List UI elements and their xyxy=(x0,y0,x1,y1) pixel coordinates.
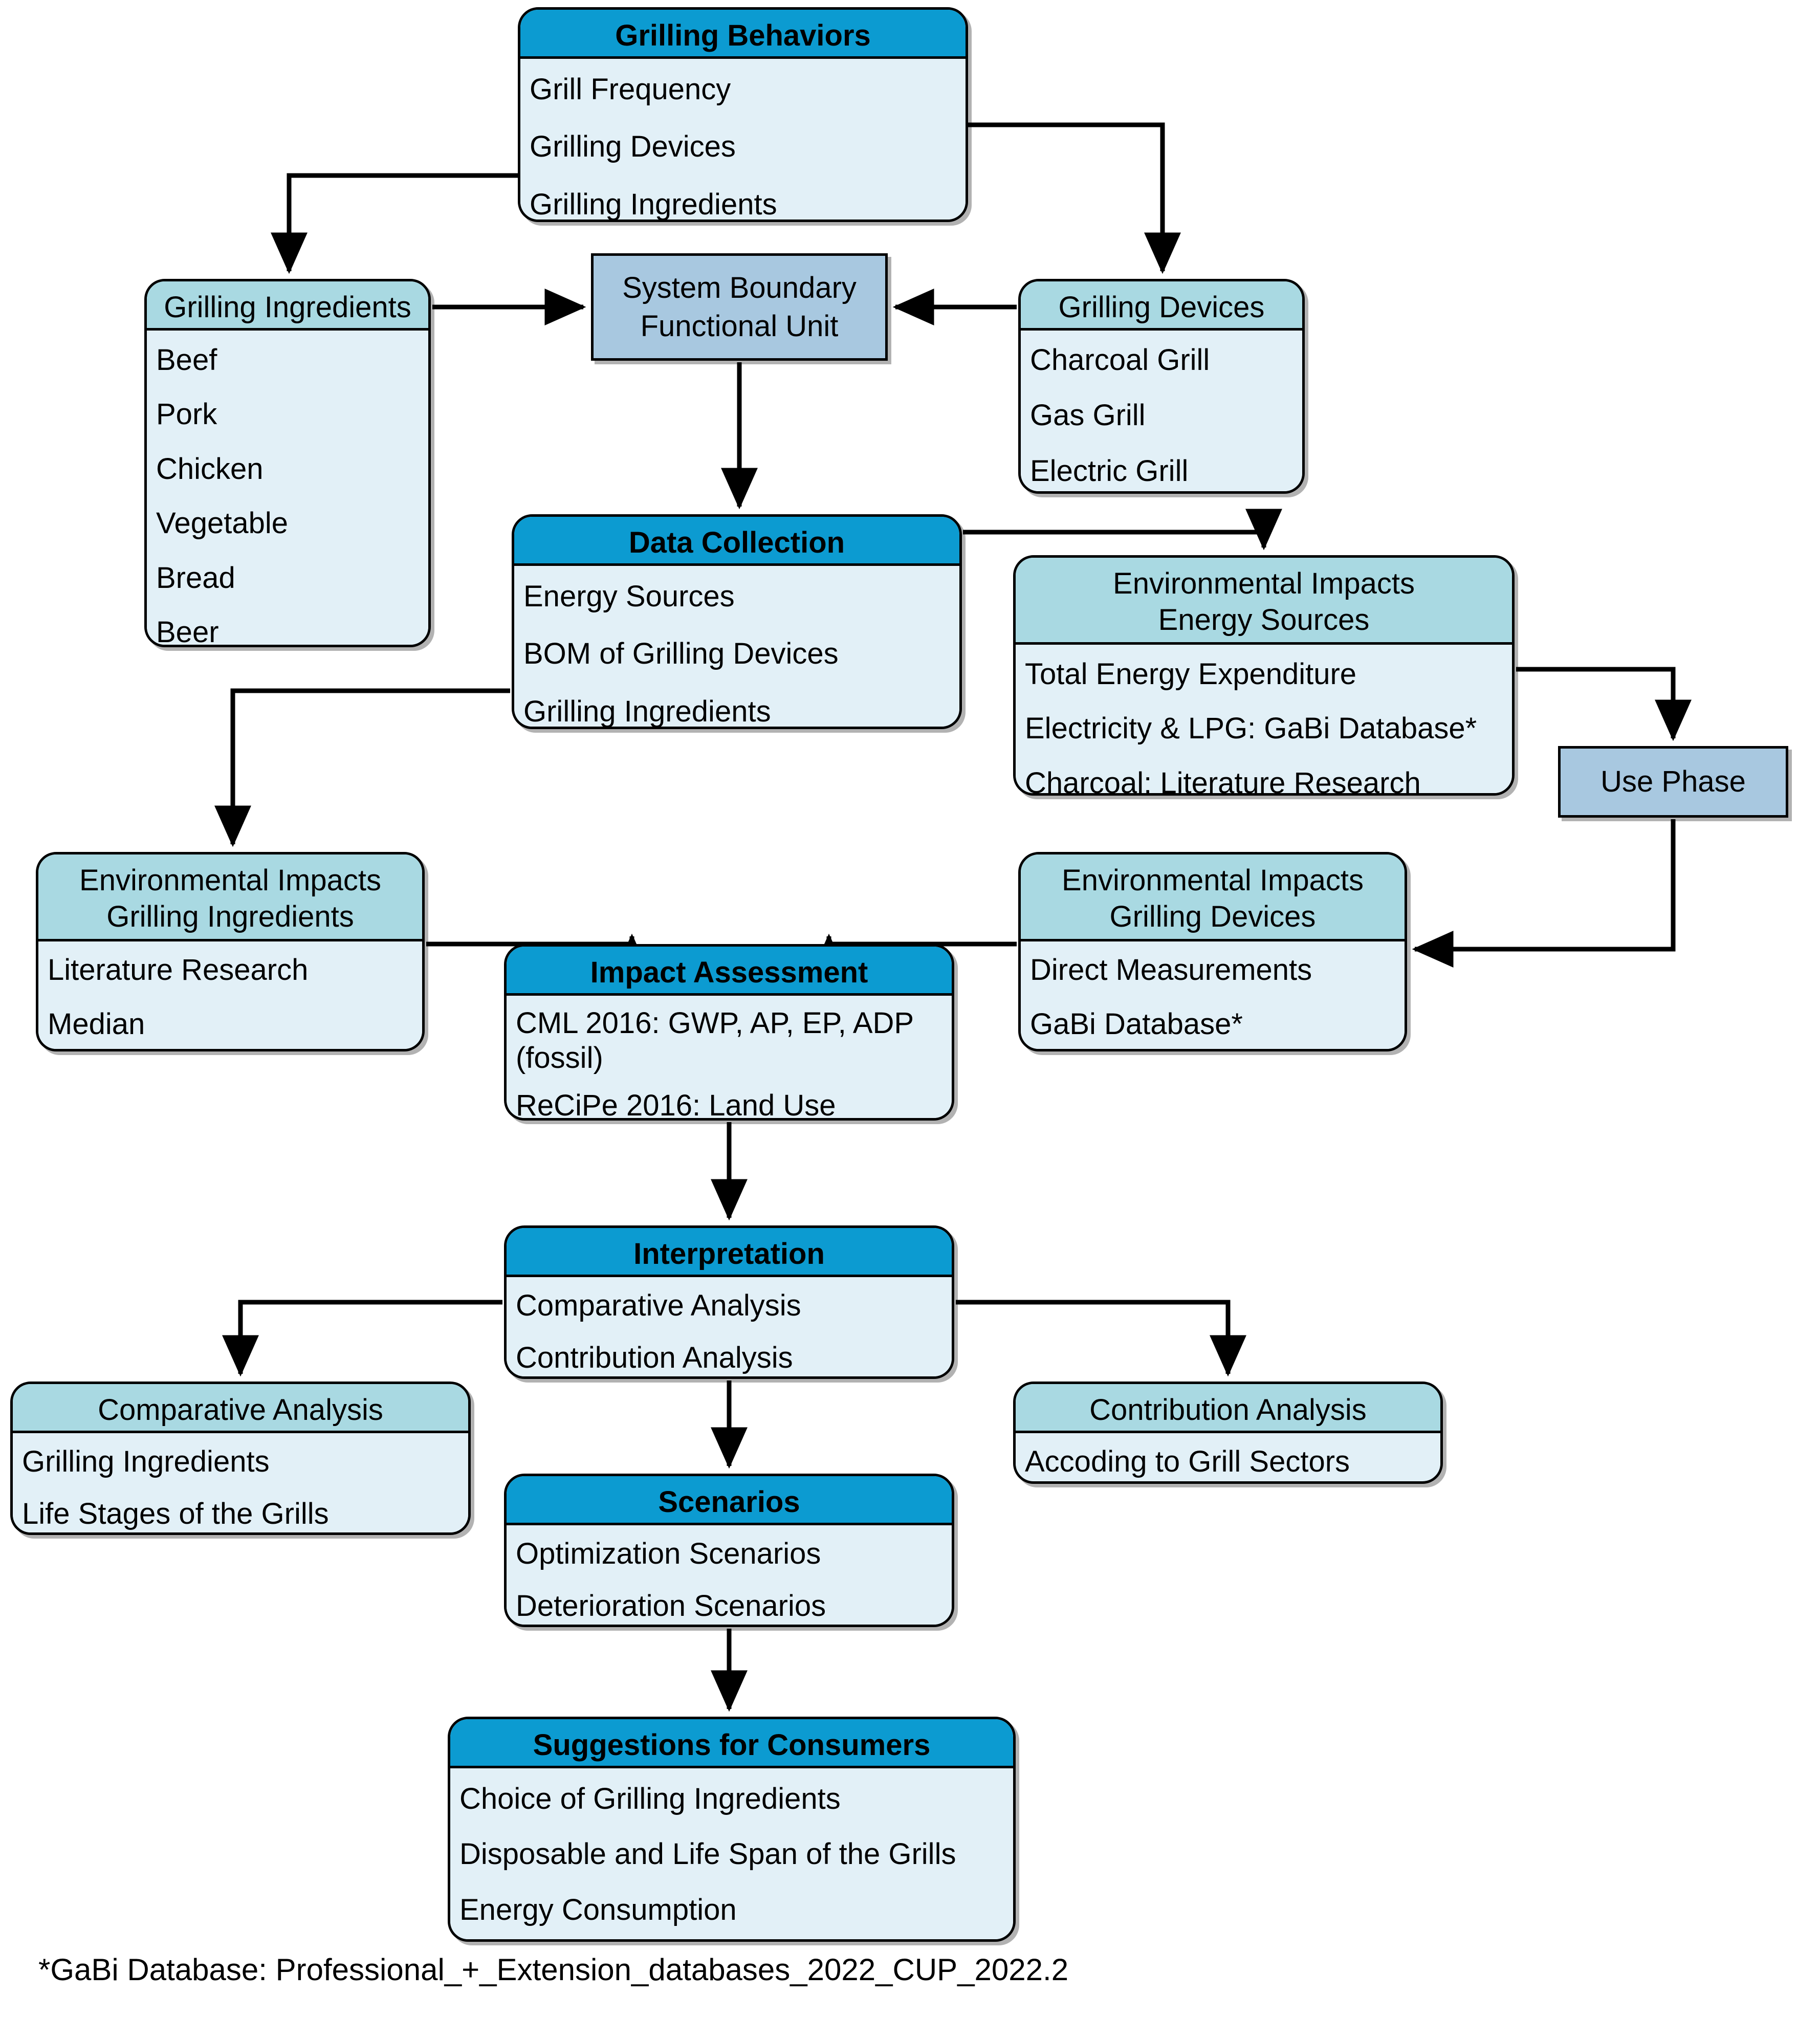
node-header-line2: Grilling Devices xyxy=(1109,900,1316,933)
list-item: Direct Measurements xyxy=(1030,953,1312,986)
node-header-line1: Environmental Impacts xyxy=(79,864,381,897)
list-item: Choice of Grilling Ingredients xyxy=(459,1782,841,1815)
node-header: Contribution Analysis xyxy=(1016,1384,1440,1433)
node-body: CML 2016: GWP, AP, EP, ADP (fossil) ReCi… xyxy=(507,996,952,1121)
node-environmental-impacts-grilling-devices[interactable]: Environmental Impacts Grilling Devices D… xyxy=(1018,852,1407,1051)
list-item: ReCiPe 2016: Land Use xyxy=(516,1088,836,1121)
list-item: Life Stages of the Grills xyxy=(22,1497,329,1531)
list-item: Accoding to Grill Sectors xyxy=(1025,1445,1350,1478)
list-item: Beer xyxy=(156,616,219,647)
node-label-line1: System Boundary xyxy=(622,271,857,304)
list-item: Median xyxy=(48,1007,145,1041)
node-data-collection[interactable]: Data Collection Energy Sources BOM of Gr… xyxy=(512,514,962,729)
node-body: Direct Measurements GaBi Database* xyxy=(1021,941,1405,1049)
list-item: Gas Grill xyxy=(1030,399,1146,432)
edge-datacollection-to-eienergy xyxy=(963,509,1282,551)
node-header: Scenarios xyxy=(507,1476,952,1525)
list-item: Energy Consumption xyxy=(459,1893,737,1926)
list-item: Comparative Analysis xyxy=(516,1289,801,1322)
node-header: Impact Assessment xyxy=(507,947,952,996)
node-label-line2: Functional Unit xyxy=(640,310,839,343)
list-item: Grilling Ingredients xyxy=(523,694,771,728)
node-body: Grilling Ingredients Life Stages of the … xyxy=(13,1433,468,1532)
list-item: Electricity & LPG: GaBi Database* xyxy=(1025,712,1477,746)
node-environmental-impacts-grilling-ingredients[interactable]: Environmental Impacts Grilling Ingredien… xyxy=(36,852,425,1051)
node-grilling-behaviors[interactable]: Grilling Behaviors Grill Frequency Grill… xyxy=(518,7,968,222)
list-item: Grilling Devices xyxy=(530,130,736,164)
node-header-line2: Grilling Ingredients xyxy=(106,900,354,933)
node-header-line1: Environmental Impacts xyxy=(1062,864,1364,897)
node-header: Interpretation xyxy=(507,1228,952,1277)
list-item: Literature Research xyxy=(48,953,309,986)
node-body: Beef Pork Chicken Vegetable Bread Beer xyxy=(147,331,428,647)
node-header: Data Collection xyxy=(514,517,959,566)
list-item: Bread xyxy=(156,561,235,595)
list-item: Vegetable xyxy=(156,507,289,540)
node-contribution-analysis[interactable]: Contribution Analysis Accoding to Grill … xyxy=(1013,1382,1443,1484)
edge-behaviors-to-devices xyxy=(968,122,1181,274)
list-item: Chicken xyxy=(156,452,264,486)
edge-behaviors-to-ingredients xyxy=(271,173,518,274)
list-item: Charcoal Grill xyxy=(1030,343,1210,377)
edge-interpretation-to-contribution xyxy=(956,1300,1246,1377)
node-header: Grilling Behaviors xyxy=(520,10,966,59)
list-item: Energy Sources xyxy=(523,580,735,613)
node-header: Grilling Ingredients xyxy=(147,281,428,331)
list-item: Grill Frequency xyxy=(530,73,731,106)
node-header-line2: Energy Sources xyxy=(1158,603,1370,637)
edge-usephase-to-eidevices xyxy=(1412,819,1676,968)
list-item: Grilling Ingredients xyxy=(530,187,777,221)
list-item: GaBi Database* xyxy=(1030,1007,1243,1041)
node-scenarios[interactable]: Scenarios Optimization Scenarios Deterio… xyxy=(504,1474,954,1627)
node-body: Energy Sources BOM of Grilling Devices G… xyxy=(514,566,959,728)
list-item: Total Energy Expenditure xyxy=(1025,657,1357,691)
node-header: Suggestions for Consumers xyxy=(450,1719,1013,1768)
list-item: Contribution Analysis xyxy=(516,1341,793,1375)
node-suggestions-for-consumers[interactable]: Suggestions for Consumers Choice of Gril… xyxy=(448,1717,1016,1942)
node-system-boundary[interactable]: System Boundary Functional Unit xyxy=(591,253,888,361)
node-header: Grilling Devices xyxy=(1021,281,1302,331)
list-item: Optimization Scenarios xyxy=(516,1537,821,1570)
node-header-line1: Environmental Impacts xyxy=(1113,567,1415,600)
list-item: CML 2016: GWP, AP, EP, ADP (fossil) xyxy=(516,1006,914,1075)
node-environmental-impacts-energy-sources[interactable]: Environmental Impacts Energy Sources Tot… xyxy=(1013,555,1515,796)
node-grilling-ingredients[interactable]: Grilling Ingredients Beef Pork Chicken V… xyxy=(144,279,431,647)
node-body: Total Energy Expenditure Electricity & L… xyxy=(1016,645,1512,796)
node-body: Grill Frequency Grilling Devices Grillin… xyxy=(520,59,966,221)
node-label: Use Phase xyxy=(1600,765,1746,799)
node-header: Environmental Impacts Grilling Ingredien… xyxy=(38,854,422,941)
node-body: Literature Research Median xyxy=(38,941,422,1049)
list-item: Deterioration Scenarios xyxy=(516,1589,826,1623)
node-comparative-analysis[interactable]: Comparative Analysis Grilling Ingredient… xyxy=(10,1382,471,1535)
node-interpretation[interactable]: Interpretation Comparative Analysis Cont… xyxy=(504,1225,954,1379)
footnote: *GaBi Database: Professional_+_Extension… xyxy=(38,1953,1069,1987)
list-item: Beef xyxy=(156,343,217,377)
list-item: Grilling Ingredients xyxy=(22,1445,270,1478)
node-header: Comparative Analysis xyxy=(13,1384,468,1433)
node-body: Charcoal Grill Gas Grill Electric Grill xyxy=(1021,331,1302,491)
node-body: Choice of Grilling Ingredients Disposabl… xyxy=(450,1768,1013,1939)
list-item: Disposable and Life Span of the Grills xyxy=(459,1837,956,1871)
edge-interpretation-to-comparative xyxy=(222,1300,502,1377)
edge-eienergy-to-usephase xyxy=(1516,667,1692,741)
node-header: Environmental Impacts Grilling Devices xyxy=(1021,854,1405,941)
list-item: Charcoal: Literature Research xyxy=(1025,766,1421,796)
node-body: Accoding to Grill Sectors xyxy=(1016,1433,1440,1480)
node-body: Optimization Scenarios Deterioration Sce… xyxy=(507,1525,952,1625)
node-body: Comparative Analysis Contribution Analys… xyxy=(507,1277,952,1376)
node-impact-assessment[interactable]: Impact Assessment CML 2016: GWP, AP, EP,… xyxy=(504,944,954,1121)
edge-eiingredients-to-impact xyxy=(426,933,650,975)
node-label-block: System Boundary Functional Unit xyxy=(622,269,857,346)
node-grilling-devices[interactable]: Grilling Devices Charcoal Grill Gas Gril… xyxy=(1018,279,1305,494)
edge-datacollection-to-eiingredients xyxy=(214,688,510,847)
node-header: Environmental Impacts Energy Sources xyxy=(1016,558,1512,645)
edge-eidevices-to-impact xyxy=(810,933,1017,975)
list-item: Electric Grill xyxy=(1030,454,1189,488)
list-item: BOM of Grilling Devices xyxy=(523,637,839,671)
list-item: Pork xyxy=(156,398,217,431)
node-use-phase[interactable]: Use Phase xyxy=(1558,746,1788,818)
